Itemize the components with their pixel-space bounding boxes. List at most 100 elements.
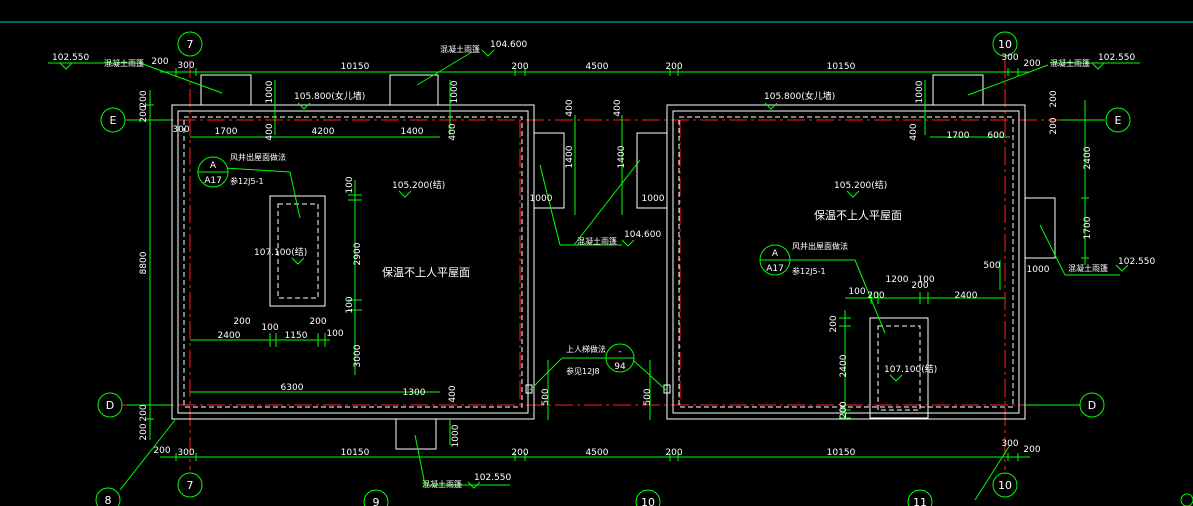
dim: 1000 [530, 194, 553, 204]
axis-bubble-8 [95, 487, 121, 506]
axis-label-D-right: D [1088, 399, 1096, 412]
dim: 200 [309, 317, 326, 327]
dim: 400 [265, 123, 275, 140]
dim: 1300 [403, 388, 426, 398]
access-94: 94 [614, 362, 626, 372]
dim: 1700 [215, 127, 238, 137]
dim-texts-v: 200 200 8800 200 200 200 200 2400 1700 4… [139, 80, 1093, 447]
axis-bubble-7-bottom [177, 472, 203, 498]
dim: 3000 [353, 344, 363, 367]
axis-bubble-9 [363, 489, 389, 506]
dim: 4500 [586, 62, 609, 72]
dim: 300 [172, 125, 189, 135]
dim: 200 [665, 62, 682, 72]
dim: 200 [1023, 445, 1040, 455]
elev-parapet-right: 105.800(女儿墙) [764, 90, 835, 102]
dim: 200 [511, 448, 528, 458]
dim: 2400 [1083, 146, 1093, 169]
dim: 200 [233, 317, 250, 327]
axis-label-10b: 10 [641, 496, 655, 506]
dim: 2400 [955, 291, 978, 301]
vent-ref-left: 参12J5-1 [230, 176, 264, 186]
dim: 300 [177, 61, 194, 71]
elev-roof-left: 105.200(结) [392, 179, 445, 191]
elev-shaft-left: 107.100(结) [254, 246, 307, 258]
walls [171, 74, 1056, 450]
detail-A17-left: A17 [204, 176, 222, 186]
dim: 2400 [839, 354, 849, 377]
axis-bubble-11 [907, 489, 933, 506]
vent-note-right: 风井出屋面做法 [792, 241, 848, 251]
dim: 1150 [285, 331, 308, 341]
detail-A-right: A [772, 249, 779, 259]
access-note: 上人梯做法 [566, 344, 606, 354]
dim: 1000 [915, 80, 925, 103]
axis-bubble-10b [635, 489, 661, 506]
dim: 1700 [947, 131, 970, 141]
vent-note-left: 风井出屋面做法 [230, 152, 286, 162]
elev-parapet-left: 105.800(女儿墙) [294, 90, 365, 102]
dim: 200 [911, 281, 928, 291]
dim: 200 [665, 448, 682, 458]
dim: 500 [983, 261, 1000, 271]
dim: 100 [345, 296, 355, 313]
elev-mid-canopy: 104.600 [624, 230, 661, 240]
dim: 400 [565, 99, 575, 116]
axis-lines [120, 60, 1110, 470]
elevation-triangles [59, 49, 1129, 489]
dim: 1000 [450, 80, 460, 103]
dim: 1000 [642, 194, 665, 204]
canopy-label-top-right: 混凝土雨篷 [1050, 58, 1090, 68]
dim: 400 [448, 385, 458, 402]
dim: 1400 [617, 145, 627, 168]
grid-label-group: 7 10 7 10 8 9 10 11 E E D D [105, 38, 1122, 506]
dim: 10150 [341, 62, 370, 72]
dim: 400 [448, 123, 458, 140]
dim: 200 [839, 401, 849, 418]
dim: 2400 [218, 331, 241, 341]
axis-bubble-10-top [992, 31, 1018, 57]
dimension-lines [48, 51, 1140, 501]
axis-bubble-E-right [1105, 107, 1131, 133]
dim: 100 [261, 323, 278, 333]
canopy-label-mid: 混凝土雨篷 [577, 236, 617, 246]
annotation-texts: 混凝土雨篷 混凝土雨篷 混凝土雨篷 混凝土雨篷 混凝土雨篷 混凝土雨篷 风井出屋… [104, 44, 1108, 489]
dim: 500 [643, 388, 653, 405]
detail-A-left: A [210, 161, 217, 171]
dim: 1200 [886, 275, 909, 285]
axis-label-D-left: D [106, 399, 114, 412]
edge-bubble [1180, 493, 1193, 506]
dim: 200 [151, 57, 168, 67]
dim: 500 [541, 388, 551, 405]
detail-bubble-texts: A A17 A A17 - 94 [204, 161, 784, 372]
canopy-label-bottom: 混凝土雨篷 [422, 479, 462, 489]
axis-bubble-D-left [97, 392, 123, 418]
elev-top-right: 102.550 [1098, 53, 1135, 63]
dim: 10150 [341, 448, 370, 458]
dim: 8800 [139, 251, 149, 274]
dim: 300 [1001, 53, 1018, 63]
roof-note-left: 保温不上人平屋面 [382, 265, 470, 279]
dim: 1400 [401, 127, 424, 137]
dim: 4200 [312, 127, 335, 137]
dim: 200 [511, 62, 528, 72]
dim: 100 [326, 329, 343, 339]
dim: 1700 [1083, 216, 1093, 239]
elev-top-left: 102.550 [52, 53, 89, 63]
dim: 1000 [451, 424, 461, 447]
dim: 300 [177, 448, 194, 458]
elev-shaft-right: 107.100(结) [884, 363, 937, 375]
axis-bubble-10-bottom [992, 472, 1018, 498]
dim: 600 [987, 131, 1004, 141]
dim: 200 [829, 315, 839, 332]
axis-label-E-left: E [110, 114, 117, 127]
canopy-label-right: 混凝土雨篷 [1068, 263, 1108, 273]
canopy-label-top-center: 混凝土雨篷 [440, 44, 480, 54]
dim: 100 [345, 176, 355, 193]
dim: 300 [1001, 439, 1018, 449]
dim: 200 [867, 291, 884, 301]
axis-label-8: 8 [105, 494, 112, 506]
axis-label-7-top: 7 [187, 38, 194, 51]
dim: 200 [1049, 117, 1059, 134]
